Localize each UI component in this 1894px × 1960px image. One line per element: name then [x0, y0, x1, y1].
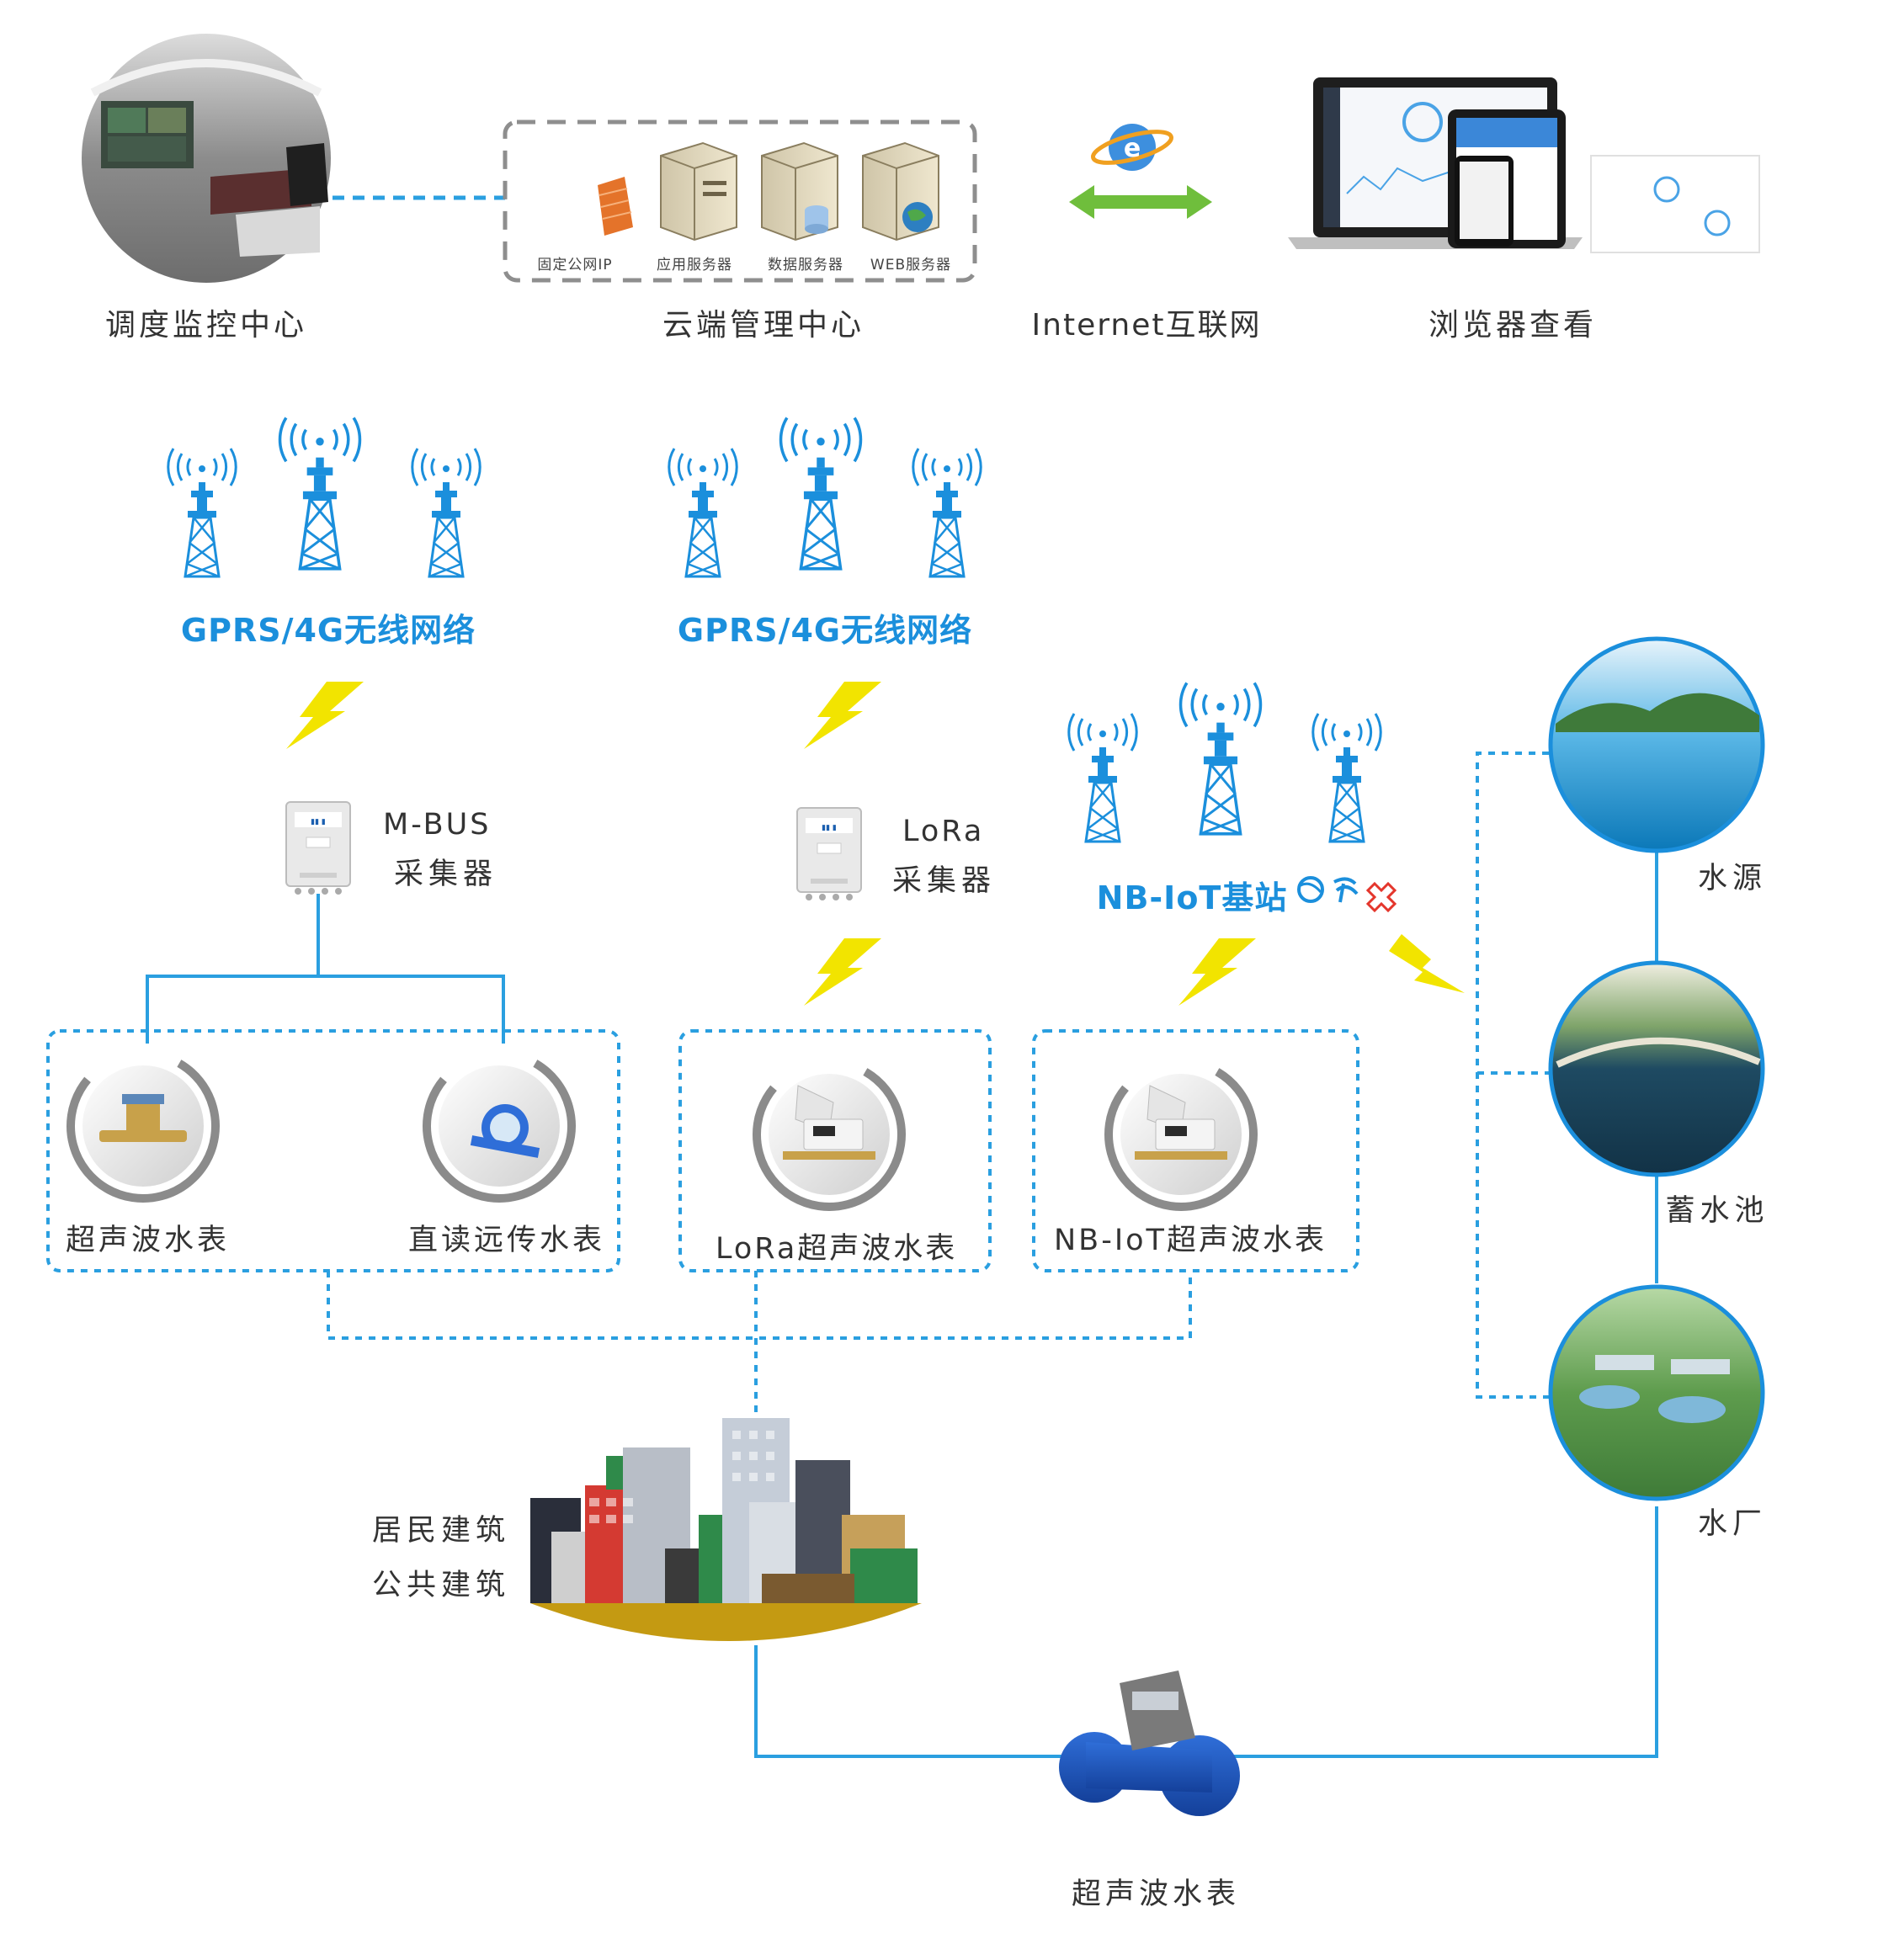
meters-to-buildings-link: [327, 1271, 1192, 1422]
label-meter-lora: LoRa超声波水表: [716, 1232, 958, 1266]
cloud-center-box: [503, 120, 977, 283]
bottom-ultrasonic-meter-image: [1059, 1671, 1240, 1816]
label-mbus-line1: M-BUS: [383, 808, 492, 842]
label-gprs-left: GPRS/4G无线网络: [180, 612, 476, 649]
firewall-icon: [598, 177, 633, 236]
label-server-app: 应用服务器: [657, 257, 732, 274]
label-water-plant: 水厂: [1697, 1507, 1768, 1541]
lightning-bolt-5: [1389, 934, 1465, 993]
label-nbiot: NB-IoT基站: [1096, 879, 1288, 916]
label-water-source: 水源: [1697, 862, 1768, 895]
label-server-fixed-ip: 固定公网IP: [537, 257, 613, 274]
internet-globe-icon: e: [1090, 124, 1174, 171]
data-server-icon: [761, 141, 838, 242]
label-residential: 居民建筑: [372, 1514, 511, 1548]
svg-text:e: e: [1124, 134, 1141, 163]
mbus-meter-group: [46, 1029, 620, 1272]
water-plant-image: [1548, 1284, 1765, 1501]
lightning-bolt-4: [1178, 938, 1256, 1006]
water-chain-lines: [1476, 752, 1658, 1399]
label-meter-nbiot: NB-IoT超声波水表: [1054, 1224, 1327, 1257]
lora-collector-device: [796, 807, 862, 901]
label-lora-line2: 采集器: [892, 864, 997, 898]
label-meter-direct-read: 直读远传水表: [408, 1224, 606, 1257]
city-buildings-image: [530, 1418, 922, 1641]
label-internet: Internet互联网: [1031, 308, 1262, 343]
label-server-data: 数据服务器: [768, 257, 843, 274]
label-gprs-right: GPRS/4G无线网络: [677, 612, 973, 649]
label-public: 公共建筑: [372, 1569, 511, 1602]
china-unicom-logo: [1365, 881, 1397, 913]
mbus-wiring: [146, 894, 505, 1044]
nbiot-meter-group: [1032, 1029, 1359, 1272]
lightning-bolt-2: [804, 682, 881, 749]
label-mbus-line2: 采集器: [394, 858, 498, 891]
label-lora-line1: LoRa: [902, 815, 985, 848]
pipe-meter-to-plant: [1225, 1506, 1658, 1758]
label-cloud-center: 云端管理中心: [662, 308, 865, 343]
label-meter-ultrasonic: 超声波水表: [66, 1224, 231, 1257]
direct-read-meter-image: [401, 1028, 599, 1225]
water-source-image: [1548, 636, 1765, 853]
label-dispatch-center: 调度监控中心: [104, 308, 308, 343]
lora-meter-image: [731, 1036, 928, 1234]
nbiot-tower-group: [1067, 681, 1382, 843]
dispatch-center-photo: [82, 34, 331, 283]
china-telecom-logo: [1333, 877, 1359, 903]
pipe-city-to-meter: [754, 1645, 1077, 1758]
reservoir-image: [1548, 960, 1765, 1177]
label-bottom-meter: 超声波水表: [1071, 1878, 1241, 1911]
app-server-icon: [660, 141, 737, 242]
ultrasonic-meter-image: [45, 1028, 242, 1225]
china-mobile-logo: [1297, 876, 1324, 903]
lightning-bolt-3: [804, 938, 881, 1006]
gprs-right-tower-group: [668, 416, 982, 578]
lightning-bolt-1: [286, 682, 364, 749]
label-reservoir: 蓄水池: [1665, 1194, 1769, 1228]
label-server-web: WEB服务器: [870, 257, 952, 274]
bidirectional-arrow-icon: [1069, 185, 1212, 219]
browser-devices-image: [1288, 77, 1760, 253]
gprs-left-tower-group: [167, 416, 481, 578]
web-server-icon: [862, 141, 939, 242]
nbiot-meter-image: [1083, 1036, 1280, 1234]
mbus-collector-device: [285, 801, 351, 895]
label-browser: 浏览器查看: [1428, 308, 1598, 343]
